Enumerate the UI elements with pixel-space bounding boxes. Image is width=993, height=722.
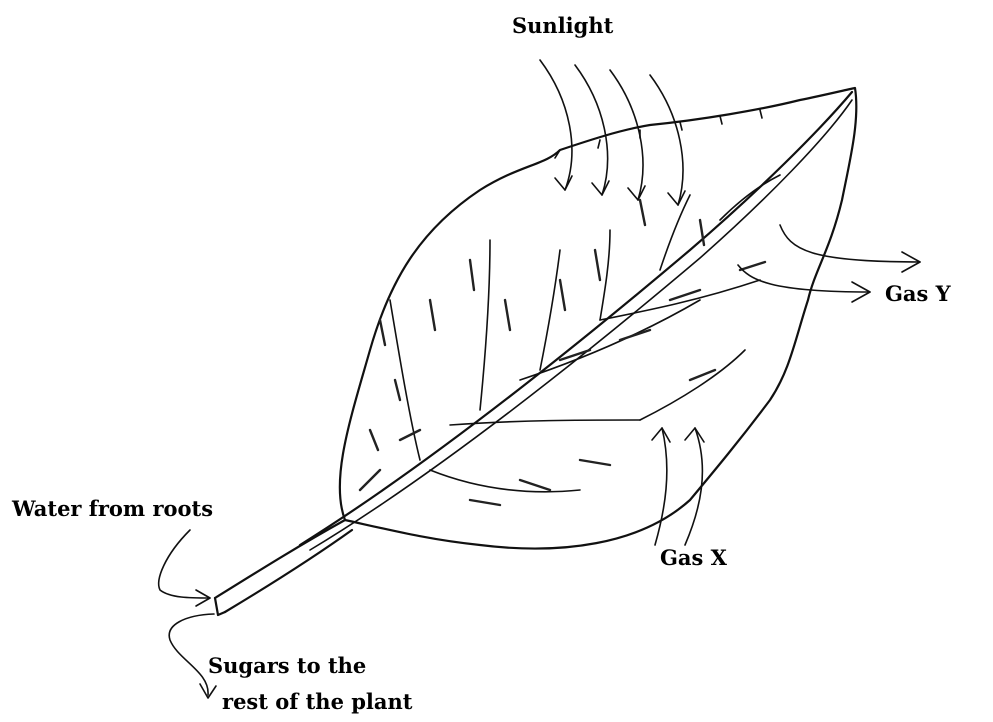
leaf-serration — [555, 110, 762, 158]
vein — [540, 250, 560, 370]
label-sugars-line-1: Sugars to the — [208, 654, 366, 678]
sunlight-arrow — [610, 70, 643, 200]
gas-x-arrow-head — [685, 428, 704, 442]
sunlight-arrow — [650, 75, 683, 205]
label-sugars-line-2: rest of the plant — [222, 690, 413, 714]
leaf-midrib — [300, 92, 852, 545]
sunlight-arrow-head — [668, 191, 685, 205]
stem-end — [215, 598, 225, 615]
sunlight-arrow — [575, 65, 608, 195]
vein — [640, 350, 745, 420]
label-water-from-roots: Water from roots — [12, 497, 213, 521]
vein — [660, 195, 690, 270]
gas-x-arrow — [655, 428, 667, 545]
vein — [600, 280, 760, 320]
sunlight-arrow-head — [592, 181, 609, 195]
label-gas-x: Gas X — [660, 546, 727, 570]
label-sunlight: Sunlight — [512, 14, 613, 38]
gas-y-arrow — [738, 265, 870, 292]
leaf-stem-lower — [225, 530, 352, 612]
gas-x-arrow-head — [652, 428, 670, 442]
gas-x-arrows — [652, 428, 704, 545]
vein — [600, 230, 610, 320]
sunlight-arrow — [540, 60, 572, 190]
leaf-stem — [215, 520, 345, 598]
vein — [430, 470, 580, 492]
leaf-shading — [360, 200, 765, 505]
gas-y-arrow — [780, 225, 920, 262]
label-gas-y: Gas Y — [885, 282, 951, 306]
water-arrow — [159, 530, 210, 598]
leaf-midrib-shadow — [310, 100, 852, 550]
sunlight-arrow-head — [628, 186, 645, 200]
vein — [480, 240, 490, 410]
